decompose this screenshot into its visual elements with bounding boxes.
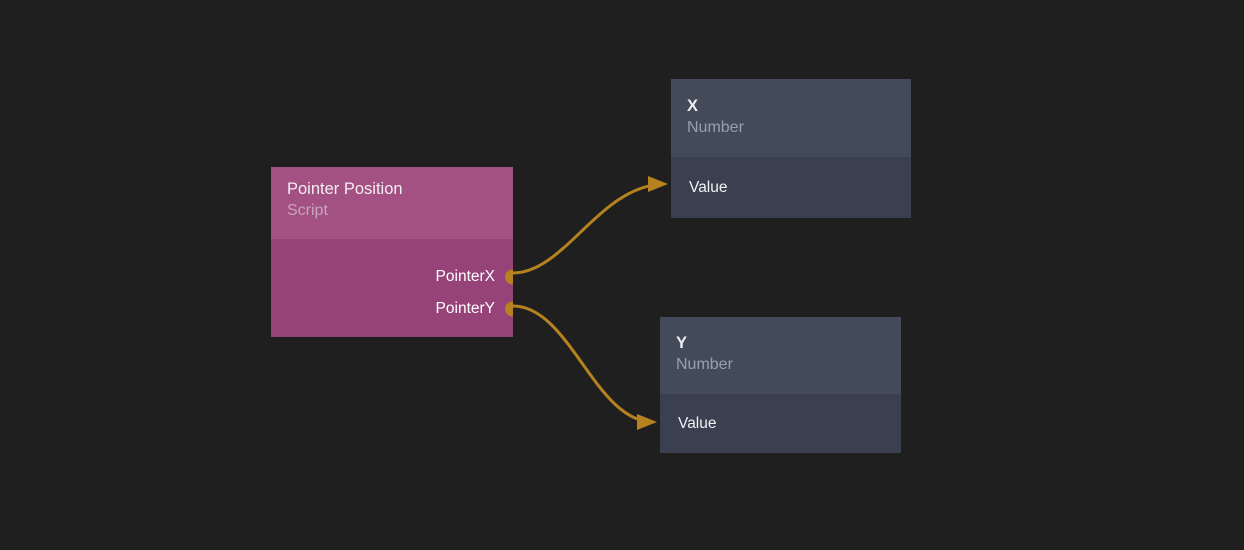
node-title: Pointer Position [287,180,403,198]
input-port-label: Value [689,178,728,196]
node-pointer-position[interactable]: Pointer Position Script PointerX Pointer… [271,167,513,337]
node-subtitle: Number [687,119,744,136]
node-body: PointerX PointerY [271,239,513,337]
output-port-label: PointerX [435,268,495,285]
input-port-label: Value [678,414,717,432]
edge-arrowhead [648,176,668,192]
edge-path [511,182,666,275]
edge-pointerx-to-x-value[interactable] [511,176,668,275]
output-port-pointerx[interactable]: PointerX [271,261,513,293]
node-body: Value [671,157,911,218]
node-header[interactable]: X Number [671,79,911,157]
input-port-value[interactable]: Value [660,394,901,453]
node-body: Value [660,394,901,453]
output-port-dot-pointery[interactable] [505,301,513,317]
input-port-value[interactable]: Value [671,157,911,218]
node-title: X [687,97,699,115]
node-y-number[interactable]: Y Number Value [660,317,901,453]
edge-pointery-to-y-value[interactable] [511,304,657,430]
output-port-dot-pointerx[interactable] [505,269,513,285]
node-subtitle: Number [676,356,733,373]
node-header[interactable]: Pointer Position Script [271,167,513,239]
node-header[interactable]: Y Number [660,317,901,394]
node-subtitle: Script [287,202,328,219]
node-x-number[interactable]: X Number Value [671,79,911,218]
output-port-pointery[interactable]: PointerY [271,293,513,325]
edge-arrowhead [637,414,657,430]
output-port-label: PointerY [435,300,495,317]
edge-path [511,304,655,424]
node-title: Y [676,334,688,352]
